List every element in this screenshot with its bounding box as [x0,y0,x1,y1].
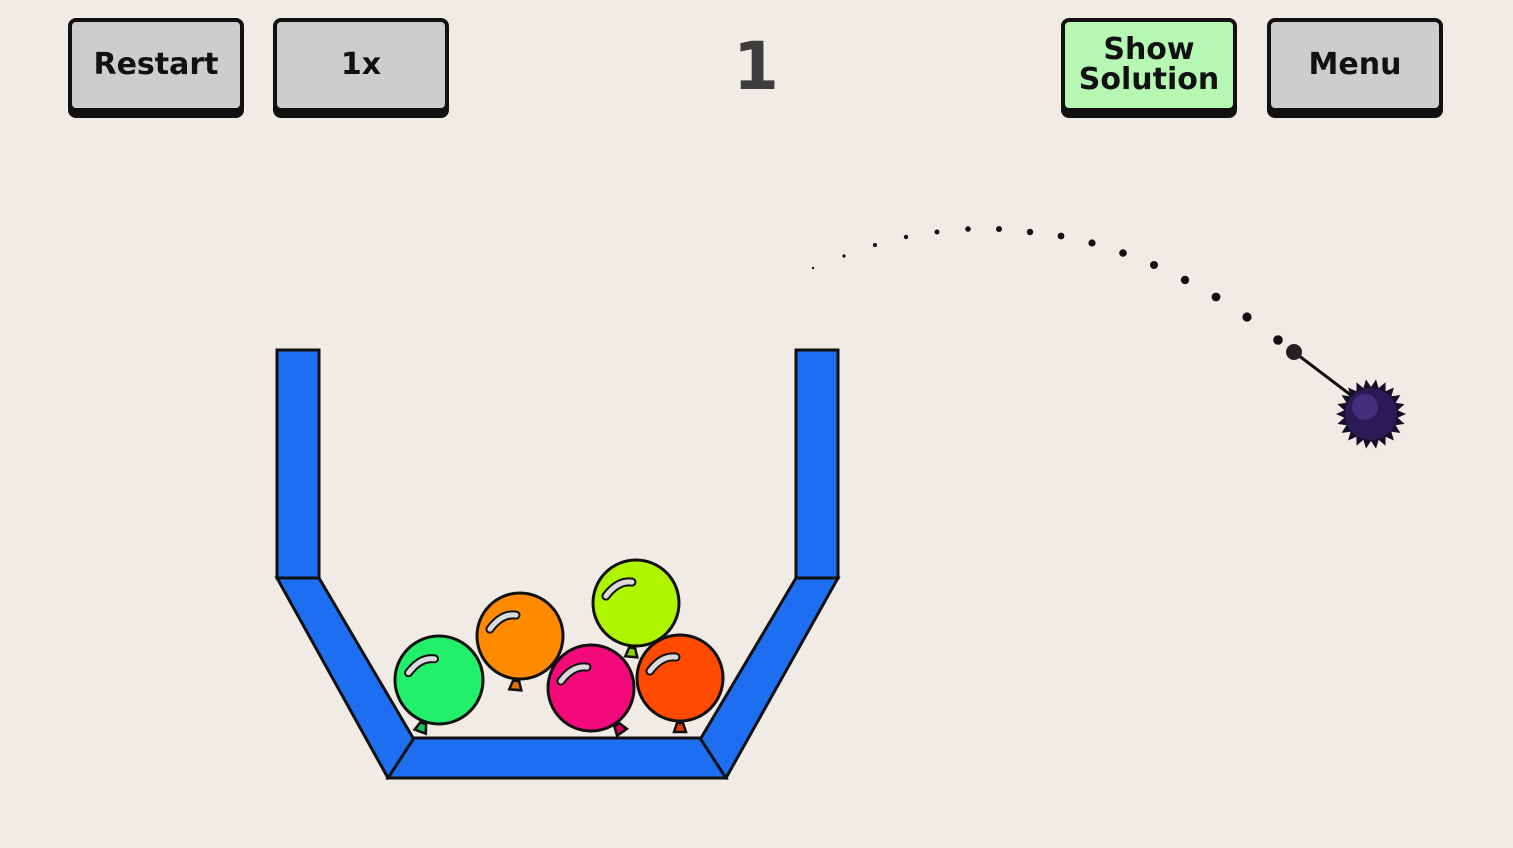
balloon-body [635,633,725,723]
aim-handle[interactable] [1286,344,1302,360]
menu-label: Menu [1308,47,1402,82]
balloon [635,633,725,734]
container-floor [385,736,729,780]
balloon-body [393,634,485,726]
speed-label: 1x [340,47,382,82]
menu-button[interactable]: Menu [1267,18,1443,112]
container-right-wall [794,348,840,580]
trajectory-dot [1088,239,1096,247]
container-left-wall [275,348,321,580]
balloon-highlight [406,656,438,676]
show-solution-button[interactable]: Show Solution [1061,18,1237,112]
show-solution-line2: Solution [1078,62,1220,97]
balloon-group [393,558,725,738]
balloon-highlight [558,664,590,684]
trajectory-dot [873,243,877,247]
trajectory-dot [842,254,846,258]
balloon-knot [623,646,639,659]
trajectory-dot [1180,275,1190,285]
trajectory-dot [903,234,909,240]
balloon-body [475,591,565,681]
balloon [393,634,485,736]
trajectory-dot [1211,292,1221,302]
trajectory-dot [996,226,1002,232]
balloon-knot [672,721,688,734]
balloon [475,591,565,692]
trajectory-dot [1273,335,1283,345]
show-solution-line1: Show [1103,32,1195,67]
balloon-knot [507,679,523,692]
trajectory-dot [1242,312,1252,322]
balloon-body [546,643,636,733]
balloon-highlight [647,654,679,674]
show-solution-label: Show Solution [1079,35,1219,95]
balloon-highlight [603,579,635,599]
trajectory-dot [1057,232,1065,240]
trajectory-dot [934,229,940,235]
launch-line [1293,350,1357,401]
balloon [546,643,636,738]
balloon-highlight [487,612,519,632]
trajectory-dot [1150,261,1158,269]
trajectory-dot [1026,228,1034,236]
restart-label: Restart [93,47,219,82]
trajectory-dot [1119,249,1127,257]
trajectory-dot [811,266,815,270]
level-number: 1 [733,28,779,105]
balloon [591,558,681,659]
restart-button[interactable]: Restart [68,18,244,112]
spike-ball-icon[interactable] [1336,379,1406,449]
trajectory-dot [965,226,971,232]
balloon-knot [612,721,630,738]
speed-button[interactable]: 1x [273,18,449,112]
spike-ball-shine [1352,394,1378,420]
balloon-body [591,558,681,648]
balloon-knot [412,720,428,736]
container-cup [274,348,841,780]
trajectory-dots [811,226,1283,345]
